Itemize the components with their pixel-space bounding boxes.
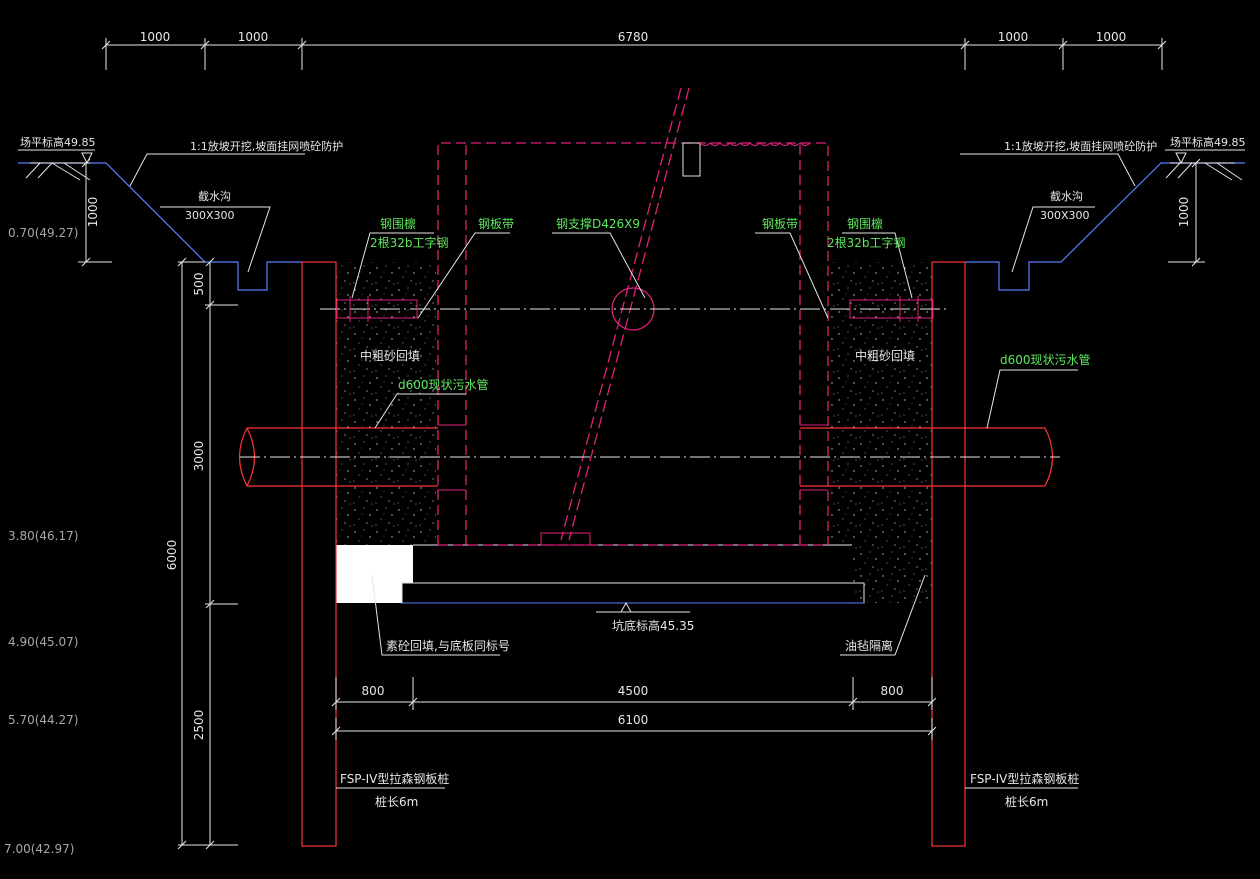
pipe-left-label: d600现状污水管 [398,377,489,392]
dim-v-1000-left: 1000 [86,197,100,228]
dim-bottom-6100: 6100 [618,713,649,727]
sheet-pile-right [931,261,966,847]
top-dimension-line [101,38,1167,70]
pipe-left [238,427,438,487]
structure-outline [437,142,829,546]
annotation-leaders [351,232,1078,429]
wall-top-detail [699,142,811,146]
slope-right-label: 1:1放坡开挖,坡面挂网喷砼防护 [1004,139,1157,153]
site-level-right-label: 场平标高49.85 [1170,135,1246,149]
sand-fill-left [336,262,436,545]
sheet-pile-left [301,261,337,847]
dim-v-1000-right: 1000 [1177,197,1191,228]
ground-profile [18,162,1245,291]
dim-v-6000: 6000 [165,540,179,571]
pile-right-length: 桩长6m [1005,794,1048,809]
plate-right-label: 钢板带 [762,217,798,231]
purlin-left-spec: 2根32b工字钢 [370,235,449,250]
sheet-piles [301,261,966,847]
strut-base-plate [540,532,591,546]
bitumen-label: 油毡隔离 [845,638,893,653]
plate-left-label: 钢板带 [478,217,514,231]
elevation-4: 5.70(44.27) [8,713,78,727]
purlin-right [849,299,934,319]
slope-leaders [129,153,1136,273]
dim-top-3: 6780 [618,30,649,44]
plain-concrete-label: 素砼回填,与底板同标号 [386,638,510,653]
pile-left-length: 桩长6m [375,794,418,809]
bottom-level-marker [620,601,632,613]
pile-left-title: FSP-IV型拉森钢板桩 [340,771,449,786]
slope-left-label: 1:1放坡开挖,坡面挂网喷砼防护 [190,139,343,153]
base-slab [401,582,865,604]
dim-v-500: 500 [192,273,206,296]
bitumen-fill-right [852,545,933,603]
site-level-left-label: 场平标高49.85 [20,135,96,149]
steel-strut [560,87,690,541]
dim-bottom-800-left: 800 [362,684,385,698]
dim-bottom-4500: 4500 [618,684,649,698]
elevation-1: 0.70(49.27) [8,226,78,240]
level-marker-left [81,152,93,165]
purlin-right-spec: 2根32b工字钢 [827,235,906,250]
elevation-5: 7.00(42.97) [4,842,74,856]
ditch-right-size: 300X300 [1040,209,1090,222]
dim-bottom-800-right: 800 [881,684,904,698]
dim-top-4: 1000 [998,30,1029,44]
ground-hatch-left [25,162,91,181]
ditch-right-title: 截水沟 [1050,189,1083,203]
purlin-left-title: 钢围檩 [380,216,416,231]
elevation-2: 3.80(46.17) [8,529,78,543]
dim-v-3000: 3000 [192,441,206,472]
purlin-right-title: 钢围檩 [847,216,883,231]
ditch-left-size: 300X300 [185,209,235,222]
strut-label: 钢支撑D426X9 [556,216,640,231]
elevation-3: 4.90(45.07) [8,635,78,649]
pile-right-title: FSP-IV型拉森钢板桩 [970,771,1079,786]
dim-top-1: 1000 [140,30,171,44]
bottom-annotation-leaders [371,574,926,656]
level-marker-right [1175,152,1187,165]
left-vertical-dims [78,158,238,850]
ground-hatch-right [1165,162,1243,181]
sand-left-label: 中粗砂回填 [360,348,420,363]
sand-right-label: 中粗砂回填 [855,348,915,363]
bottom-level-label: 坑底标高45.35 [612,618,694,633]
pipe-right-label: d600现状污水管 [1000,352,1091,367]
dim-top-5: 1000 [1096,30,1127,44]
dim-top-2: 1000 [238,30,269,44]
bottom-dimension-lines [331,677,937,740]
dim-v-2500: 2500 [192,710,206,741]
plain-concrete-fill [336,545,413,603]
purlin-bolts [349,296,919,322]
right-vertical-dim [1168,158,1205,267]
purlin-left [336,299,418,319]
wall-opening [682,142,701,177]
pipe-wall-collars [438,424,828,491]
ditch-left-title: 截水沟 [198,189,231,203]
